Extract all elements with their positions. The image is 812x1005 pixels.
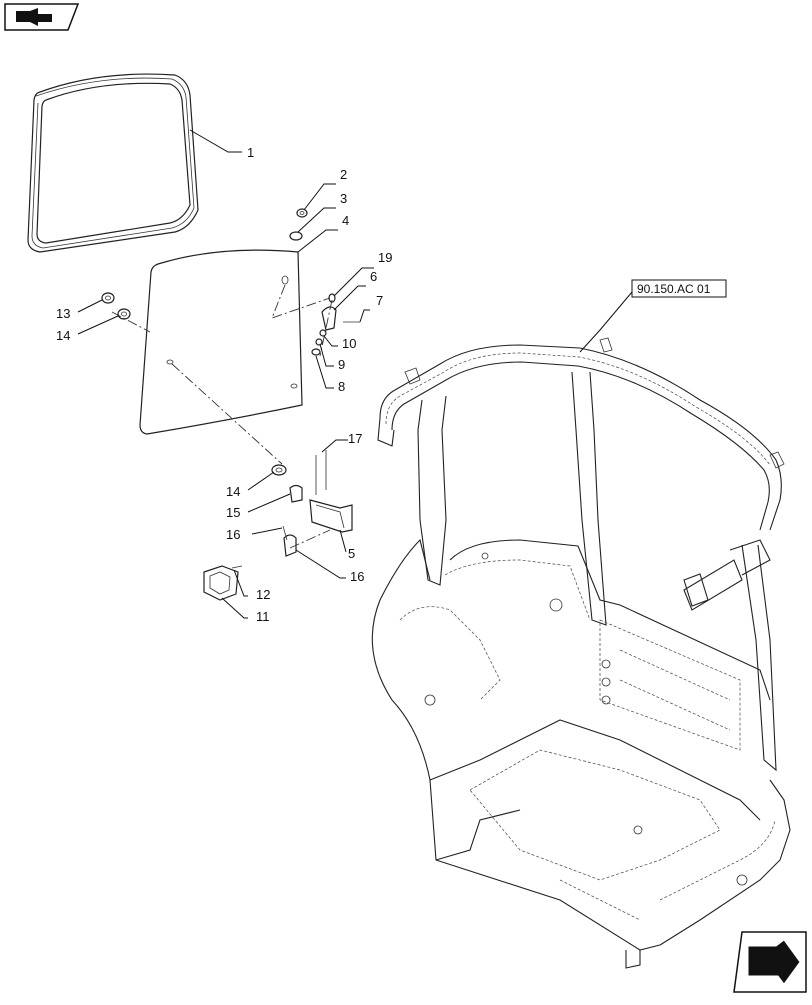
next-page-arrow-icon[interactable] bbox=[733, 931, 807, 993]
reference-box[interactable] bbox=[631, 279, 727, 298]
leader-lines bbox=[77, 129, 633, 619]
callout-3: 3 bbox=[340, 191, 347, 206]
callout-2: 2 bbox=[340, 167, 347, 182]
book-arrow-icon[interactable] bbox=[4, 3, 80, 31]
callout-14: 14 bbox=[56, 328, 70, 343]
callout-16-lower: 16 bbox=[350, 569, 364, 584]
callout-19: 19 bbox=[378, 250, 392, 265]
glass-panel bbox=[111, 249, 331, 465]
callout-15: 15 bbox=[226, 505, 240, 520]
callout-10: 10 bbox=[342, 336, 356, 351]
callout-4: 4 bbox=[342, 213, 349, 228]
callout-labels: 1 2 3 4 19 6 7 10 9 8 13 14 17 14 15 16 … bbox=[56, 145, 711, 624]
callout-5: 5 bbox=[348, 546, 355, 561]
callout-12: 12 bbox=[256, 587, 270, 602]
callout-14-lower: 14 bbox=[226, 484, 240, 499]
callout-13: 13 bbox=[56, 306, 70, 321]
callout-9: 9 bbox=[338, 357, 345, 372]
callout-17: 17 bbox=[348, 431, 362, 446]
cab-frame bbox=[371, 337, 791, 969]
callout-11: 11 bbox=[256, 609, 270, 624]
hardware-parts bbox=[101, 208, 360, 601]
callout-1: 1 bbox=[247, 145, 254, 160]
callout-6: 6 bbox=[370, 269, 377, 284]
window-seal bbox=[27, 73, 199, 253]
callout-8: 8 bbox=[338, 379, 345, 394]
reference-label: 90.150.AC 01 bbox=[637, 282, 711, 296]
callout-7: 7 bbox=[376, 293, 383, 308]
callout-16: 16 bbox=[226, 527, 240, 542]
